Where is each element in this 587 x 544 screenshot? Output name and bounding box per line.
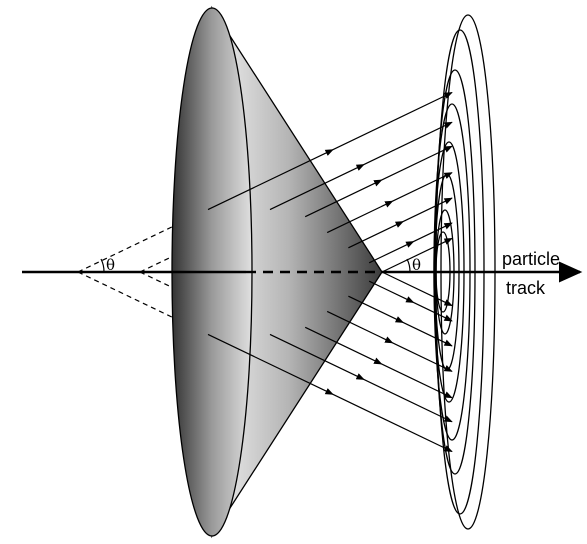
- ray-tip-5-upper: [399, 197, 453, 224]
- ray-arrow-2-upper: [269, 164, 365, 211]
- ray-arrow-4-lower: [326, 310, 394, 344]
- photon-rays: [207, 91, 453, 453]
- ray-arrow-2-lower: [269, 333, 365, 380]
- ray-tip-2-lower: [360, 377, 453, 423]
- apex-ray-upper: [381, 237, 453, 273]
- ray-tip-6-lower: [410, 300, 453, 322]
- apex-ray-lower: [381, 271, 453, 307]
- theta-arc-right: [406, 258, 411, 273]
- track-label: track: [506, 278, 546, 298]
- ray-tip-2-upper: [360, 121, 453, 167]
- theta-label-right: θ: [412, 256, 421, 274]
- ray-tip-4-lower: [389, 340, 453, 372]
- ray-tip-6-upper: [410, 222, 453, 244]
- theta-arc-left: [100, 258, 105, 273]
- ray-arrow-1-lower: [207, 333, 334, 395]
- particle-label: particle: [502, 249, 560, 269]
- ray-arrow-6-lower: [368, 280, 415, 303]
- ray-arrow-1-upper: [207, 149, 334, 211]
- ray-tip-1-lower: [329, 392, 453, 453]
- ray-arrow-3-upper: [304, 179, 383, 218]
- theta-label-left: θ: [106, 256, 115, 274]
- ray-tip-5-lower: [399, 320, 453, 347]
- ray-tip-1-upper: [329, 91, 453, 152]
- ray-arrow-5-upper: [348, 221, 404, 249]
- ray-arrow-6-upper: [368, 241, 415, 264]
- ray-tip-4-upper: [389, 172, 453, 204]
- ray-arrow-5-lower: [348, 295, 404, 323]
- ray-arrow-3-lower: [304, 326, 383, 365]
- ray-arrow-4-upper: [326, 200, 394, 234]
